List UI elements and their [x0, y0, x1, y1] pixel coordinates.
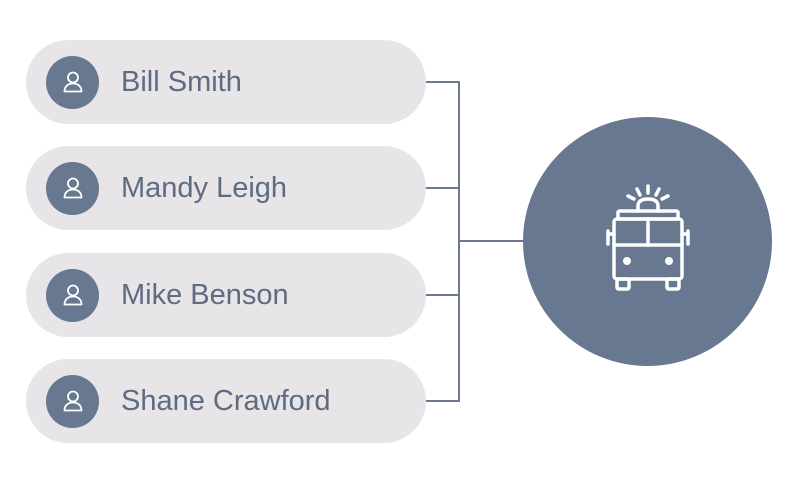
person-card-mandy-leigh: Mandy Leigh: [26, 146, 426, 230]
user-icon: [63, 177, 82, 199]
avatar: [46, 268, 99, 322]
fire-truck-icon: [605, 183, 690, 291]
person-name: Bill Smith: [121, 65, 242, 98]
person-card-mike-benson: Mike Benson: [26, 253, 426, 337]
user-icon: [63, 284, 82, 306]
user-icon: [63, 390, 82, 412]
user-icon: [63, 71, 82, 93]
avatar: [46, 161, 99, 215]
person-name: Mandy Leigh: [121, 171, 288, 204]
hub-circle: [523, 117, 772, 366]
avatar: [46, 55, 99, 109]
avatar: [46, 374, 99, 428]
person-card-shane-crawford: Shane Crawford: [26, 359, 426, 443]
person-name: Mike Benson: [121, 278, 289, 311]
person-name: Shane Crawford: [121, 384, 331, 417]
person-card-bill-smith: Bill Smith: [26, 40, 426, 124]
